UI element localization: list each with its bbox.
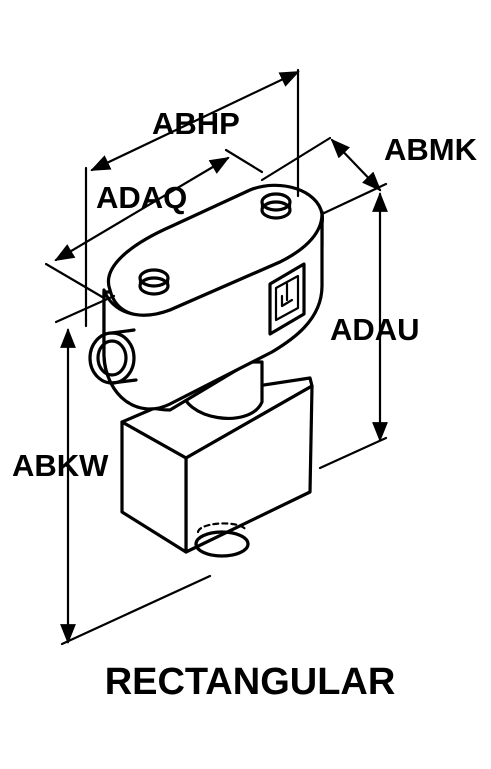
valve-drawing <box>88 183 324 558</box>
dimension-lines <box>44 68 388 646</box>
dimension-label-adaq: ADAQ <box>96 180 187 215</box>
bottom-port-hidden <box>196 522 248 534</box>
side-port <box>88 328 138 385</box>
top-screw-right <box>260 192 292 220</box>
lower-block-front-face <box>120 420 188 554</box>
indicator-window <box>268 262 306 336</box>
diagram-caption: RECTANGULAR <box>105 661 396 703</box>
top-screw-left <box>138 268 170 296</box>
bottom-port-ring <box>194 530 250 558</box>
upper-housing-front <box>102 212 324 411</box>
dimension-label-abmk: ABMK <box>384 132 478 167</box>
dimension-label-abhp: ABHP <box>152 106 240 141</box>
dimension-label-abkw: ABKW <box>12 448 109 483</box>
dimension-label-adau: ADAU <box>330 312 420 347</box>
